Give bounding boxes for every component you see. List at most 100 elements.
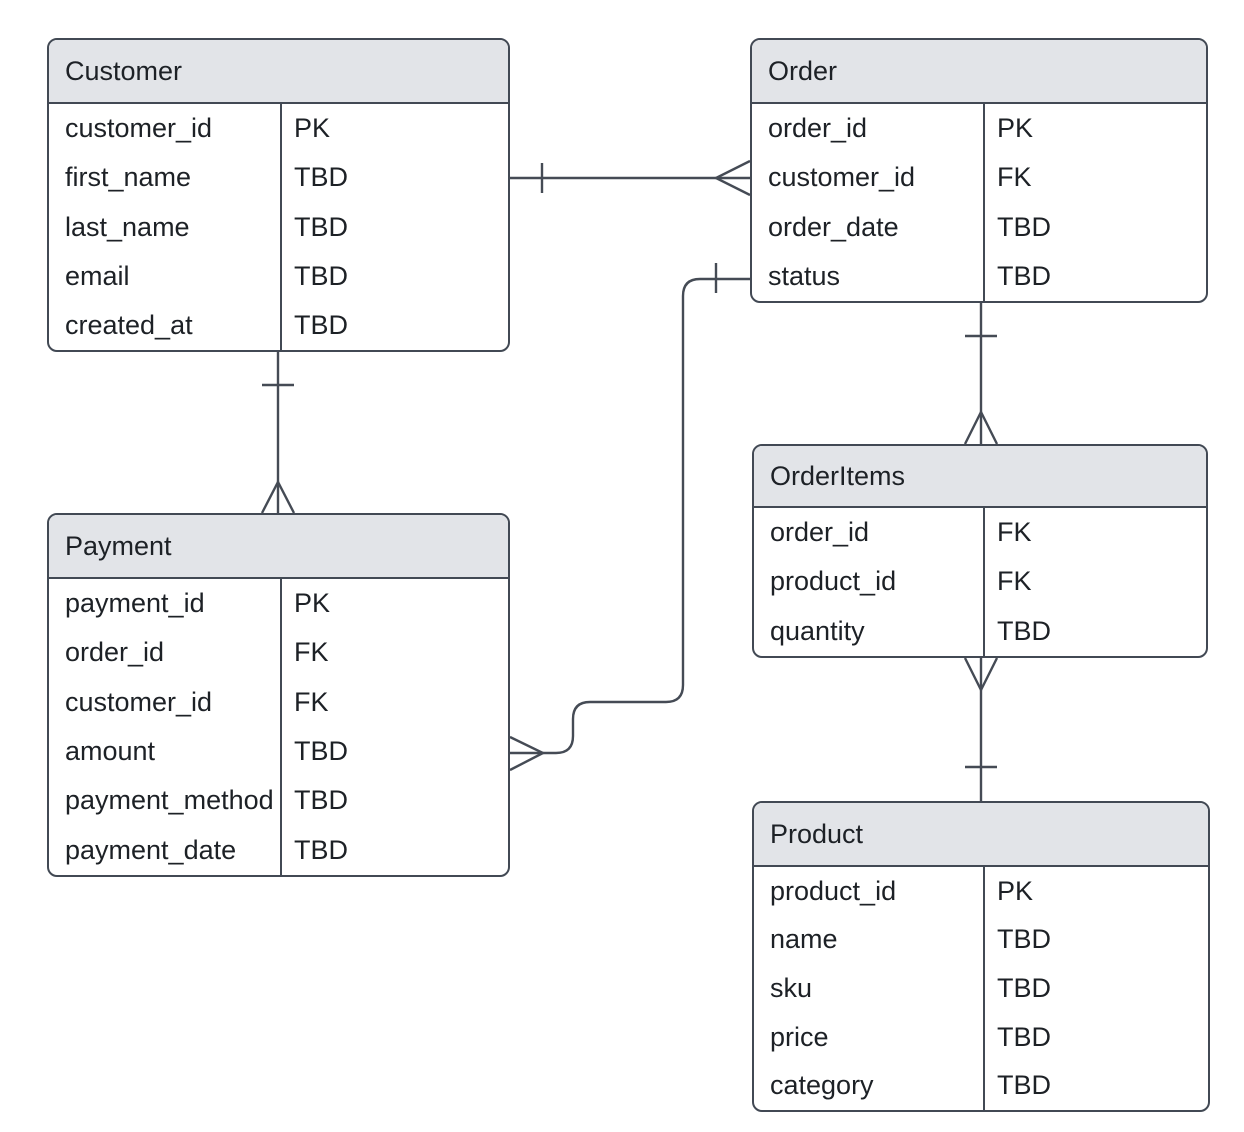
- entity-title: Customer: [65, 55, 183, 86]
- attribute-row: last_name TBD: [49, 202, 508, 252]
- attribute-type: FK: [983, 153, 1206, 203]
- attribute-type: TBD: [983, 251, 1206, 301]
- attribute-name: payment_date: [65, 834, 237, 865]
- attribute-type: TBD: [280, 825, 508, 875]
- entity-header: OrderItems: [754, 446, 1206, 508]
- attribute-row: email TBD: [49, 251, 508, 301]
- attribute-type: TBD: [280, 300, 508, 350]
- attribute-name: category: [770, 1070, 874, 1101]
- entity-title: Order: [768, 55, 838, 86]
- attribute-type: TBD: [280, 776, 508, 826]
- attribute-name: customer_id: [65, 686, 213, 717]
- attribute-row: payment_date TBD: [49, 825, 508, 875]
- entity-title: OrderItems: [770, 460, 906, 491]
- attribute-type: FK: [983, 508, 1206, 558]
- attribute-type: PK: [280, 579, 508, 629]
- attribute-row: first_name TBD: [49, 153, 508, 203]
- attribute-name: payment_id: [65, 588, 205, 619]
- entity-title: Payment: [65, 530, 172, 561]
- attribute-name: amount: [65, 736, 156, 767]
- attribute-type: TBD: [983, 1061, 1208, 1110]
- entity-header: Order: [752, 40, 1206, 104]
- many-crows-foot: [509, 735, 546, 772]
- attribute-row: category TBD: [754, 1061, 1208, 1110]
- relationship-customer-order[interactable]: [510, 159, 751, 197]
- attribute-name: order_id: [65, 637, 165, 668]
- attribute-name: email: [65, 260, 130, 291]
- attribute-type: PK: [983, 867, 1208, 916]
- entity-header: Payment: [49, 515, 508, 579]
- relationship-customer-payment[interactable]: [260, 352, 296, 514]
- attribute-name: product_id: [770, 875, 897, 906]
- attribute-type: FK: [983, 557, 1206, 607]
- attribute-name: order_id: [770, 517, 870, 548]
- attribute-type: TBD: [280, 202, 508, 252]
- many-crows-foot: [963, 409, 999, 445]
- attribute-name: payment_method: [65, 785, 274, 816]
- attribute-type: FK: [280, 677, 508, 727]
- attribute-type: TBD: [983, 202, 1206, 252]
- attribute-row: customer_id FK: [752, 153, 1206, 203]
- attribute-type: PK: [983, 104, 1206, 154]
- attribute-name: customer_id: [65, 113, 213, 144]
- attribute-row: order_id FK: [49, 628, 508, 678]
- attribute-name: quantity: [770, 615, 865, 646]
- attribute-row: order_date TBD: [752, 202, 1206, 252]
- attribute-name: status: [768, 260, 841, 291]
- attribute-name: product_id: [770, 566, 897, 597]
- attribute-row: amount TBD: [49, 726, 508, 777]
- attribute-name: first_name: [65, 162, 192, 193]
- many-crows-foot: [260, 479, 296, 514]
- attribute-name: order_date: [768, 211, 899, 242]
- attribute-row: product_id PK: [754, 867, 1208, 916]
- relationship-payment-order[interactable]: [509, 263, 750, 772]
- attribute-row: order_id PK: [752, 104, 1206, 154]
- attribute-row: sku TBD: [754, 964, 1208, 1013]
- attribute-row: customer_id PK: [49, 104, 508, 154]
- many-crows-foot: [713, 159, 751, 197]
- attribute-row: product_id FK: [754, 557, 1206, 607]
- entity-header: Product: [754, 803, 1208, 867]
- relationship-orderitems-product[interactable]: [963, 657, 999, 801]
- attribute-type: TBD: [280, 251, 508, 301]
- attribute-row: status TBD: [752, 251, 1206, 301]
- attribute-name: last_name: [65, 211, 190, 242]
- attribute-type: TBD: [983, 964, 1208, 1013]
- attribute-name: sku: [770, 972, 813, 1003]
- attribute-type: FK: [280, 628, 508, 678]
- attribute-name: name: [770, 924, 838, 955]
- attribute-name: order_id: [768, 113, 868, 144]
- attribute-row: order_id FK: [754, 508, 1206, 558]
- attribute-row: customer_id FK: [49, 677, 508, 727]
- attribute-row: name TBD: [754, 915, 1208, 965]
- many-crows-foot: [963, 657, 999, 693]
- attribute-row: payment_id PK: [49, 579, 508, 629]
- attribute-row: price TBD: [754, 1012, 1208, 1062]
- relationship-order-orderitems[interactable]: [963, 303, 999, 445]
- entity-header: Customer: [49, 40, 508, 104]
- attribute-type: TBD: [983, 915, 1208, 965]
- attribute-name: created_at: [65, 309, 193, 340]
- attribute-type: TBD: [280, 153, 508, 203]
- attribute-type: TBD: [280, 726, 508, 777]
- attribute-name: price: [770, 1021, 829, 1052]
- attribute-name: customer_id: [768, 162, 916, 193]
- entity-title: Product: [770, 818, 864, 849]
- attribute-type: PK: [280, 104, 508, 154]
- attribute-type: TBD: [983, 606, 1206, 656]
- relationship-line: [510, 277, 750, 755]
- attribute-type: TBD: [983, 1012, 1208, 1062]
